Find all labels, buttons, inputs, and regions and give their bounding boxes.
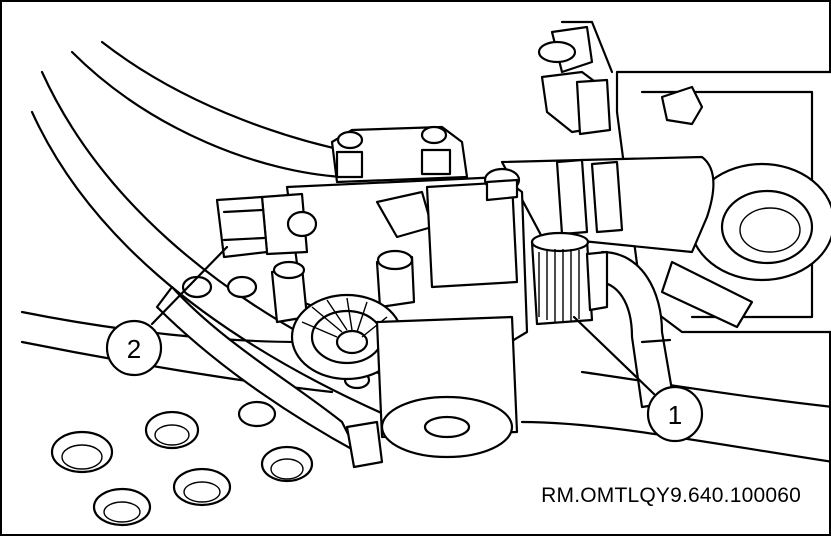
inlet-nut: [215, 192, 318, 259]
floor-holes: [50, 275, 371, 527]
small-fittings: [270, 249, 416, 324]
callout-1-number: 1: [668, 400, 682, 430]
callout-2-leader: [150, 245, 229, 326]
knurled-filter: [530, 231, 609, 326]
outlet-pipe: [500, 155, 754, 329]
reference-code: RM.OMTLQY9.640.100060: [541, 484, 801, 507]
right-hose: [595, 250, 676, 409]
callout-1-leader: [572, 315, 656, 396]
elbow-fitting: [537, 25, 612, 136]
callout-2: 2: [105, 319, 163, 377]
left-hose: [155, 285, 384, 469]
solenoid-coil: [375, 315, 519, 459]
callout-1: 1: [646, 385, 704, 443]
callout-2-number: 2: [127, 334, 141, 364]
